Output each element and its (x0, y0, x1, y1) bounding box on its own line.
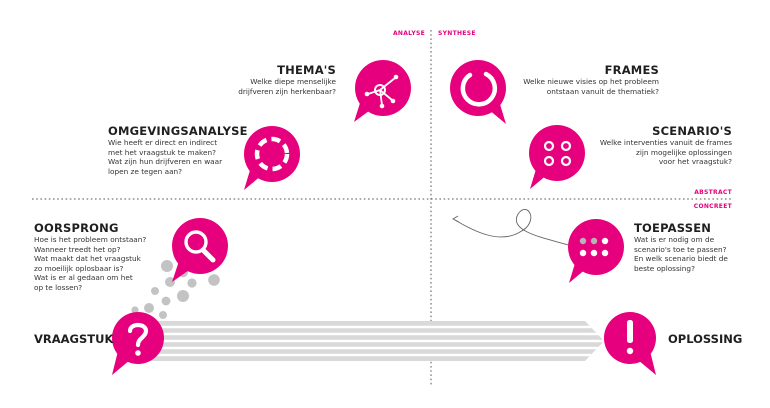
scenarios-title: SCENARIO'S (652, 124, 732, 138)
question-bubble (112, 312, 164, 375)
oorsprong-title: OORSPRONG (34, 221, 119, 235)
frames-bubble (450, 60, 506, 124)
network-icon (364, 74, 399, 109)
themas-line: Welke diepe menselijke (250, 77, 336, 86)
exclamation-mark-icon (626, 320, 634, 355)
omgevingsanalyse-line: Wie heeft er direct en indirect (108, 138, 218, 147)
curved-arrow (452, 209, 573, 247)
magnifier-icon (184, 230, 216, 263)
themas-line: drijfveren zijn herkenbaar? (238, 86, 336, 96)
oorsprong-line: Wat maakt dat het vraagstuk (34, 254, 141, 264)
exclamation-bubble (604, 312, 656, 375)
toepassen-line: scenario's toe te passen? (634, 244, 727, 254)
toepassen-line: En welk scenario biedt de (634, 254, 728, 264)
scenarios-line: voor het vraagstuk? (658, 157, 732, 167)
toepassen-block: TOEPASSEN Wat is er nodig om de scenario… (634, 221, 752, 273)
themas-block: THEMA'S Welke diepe menselijke drijfvere… (190, 63, 336, 96)
omgevingsanalyse-bubble (244, 126, 300, 190)
oorsprong-bubble (172, 218, 228, 282)
oplossing-label: OPLOSSING (668, 332, 743, 346)
scenarios-block: SCENARIO'S Welke interventies vanuit de … (580, 124, 732, 167)
frames-block: FRAMES Welke nieuwe visies op het proble… (505, 63, 659, 96)
vraagstuk-label: VRAAGSTUK (34, 332, 114, 346)
oorsprong-block: OORSPRONG Hoe is het probleem ontstaan? … (34, 221, 164, 293)
open-ring-icon (460, 71, 498, 107)
dashed-ring-icon (254, 136, 290, 172)
toepassen-line: beste oplossing? (634, 263, 695, 273)
frames-line: ontstaan vanuit de thematiek? (546, 86, 659, 96)
omgevingsanalyse-block: OMGEVINGSANALYSE Wie heeft er direct en … (108, 124, 248, 176)
omgevingsanalyse-title: OMGEVINGSANALYSE (108, 124, 248, 138)
abstract-label: ABSTRACT (694, 189, 732, 196)
toepassen-line: Wat is er nodig om de (634, 235, 715, 244)
themas-bubble (354, 60, 411, 122)
process-arrow (150, 321, 604, 361)
scenarios-line: zijn mogelijke oplossingen (636, 147, 732, 157)
toepassen-title: TOEPASSEN (634, 221, 712, 235)
frames-line: Welke nieuwe visies op het probleem (523, 77, 659, 86)
oorsprong-line: Wat is er al gedaan om het (34, 273, 133, 283)
question-mark-icon (127, 322, 149, 356)
frames-title: FRAMES (604, 63, 659, 77)
scenarios-line: Welke interventies vanuit de frames (599, 138, 732, 147)
oorsprong-line: zo moeilijk oplosbaar is? (34, 263, 124, 273)
scenarios-bubble (529, 125, 585, 189)
omgevingsanalyse-line: met het vraagstuk te maken? (108, 147, 216, 157)
omgevingsanalyse-line: lopen ze tegen aan? (108, 166, 183, 176)
oorsprong-line: Wanneer treedt het op? (34, 244, 121, 254)
synthese-label: SYNTHESE (438, 30, 476, 37)
analyse-label: ANALYSE (392, 30, 425, 37)
concreet-label: CONCREET (693, 203, 732, 210)
oorsprong-line: Hoe is het probleem ontstaan? (34, 235, 147, 244)
oorsprong-line: op te lossen? (34, 282, 83, 292)
four-rings-icon (543, 140, 572, 167)
themas-title: THEMA'S (277, 63, 336, 77)
omgevingsanalyse-line: Wat zijn hun drijfveren en waar (108, 157, 223, 167)
toepassen-bubble (568, 219, 624, 283)
dot-grid-icon (579, 237, 609, 257)
